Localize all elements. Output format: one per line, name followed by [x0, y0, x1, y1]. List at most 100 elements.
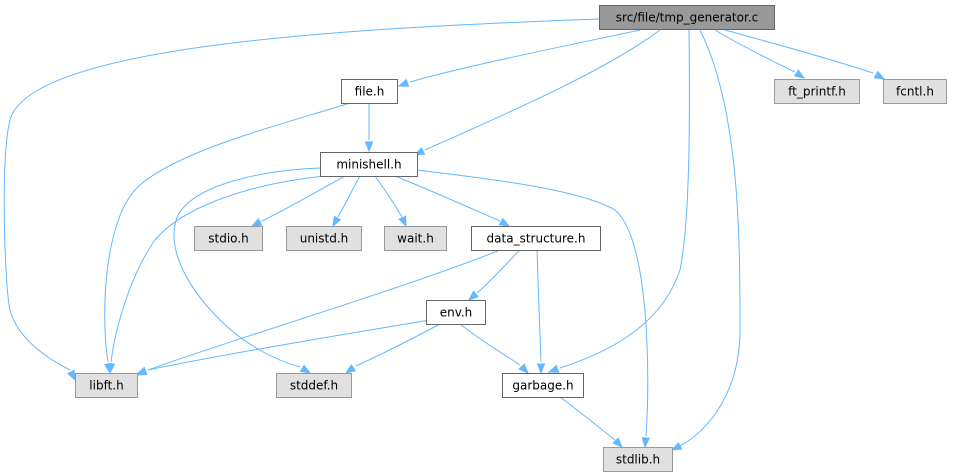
node-wait: wait.h [384, 226, 447, 251]
edge-line [476, 249, 521, 294]
edge-line [147, 249, 501, 371]
node-box [471, 226, 601, 251]
node-label: env.h [440, 306, 473, 320]
node-mini[interactable]: minishell.h [320, 152, 418, 177]
arrowhead [344, 364, 357, 374]
edge-file-to-mini [364, 103, 374, 153]
edge-line [3, 18, 600, 371]
node-label: fcntl.h [896, 85, 934, 99]
arrowhead [299, 364, 312, 374]
edge-root-to-mini [413, 29, 661, 156]
edge-root-to-garb [547, 29, 690, 373]
node-fcntl: fcntl.h [883, 79, 947, 104]
node-label: stdlib.h [616, 453, 660, 467]
edge-root-to-stdlib [670, 29, 741, 451]
node-label: src/file/tmp_generator.c [616, 11, 758, 25]
node-box [341, 79, 398, 104]
nodes-layer: src/file/tmp_generator.c file.h minishell.… [75, 5, 947, 472]
arrowhead [398, 215, 407, 228]
node-box [286, 226, 362, 251]
node-box [603, 447, 673, 472]
node-stddef: stddef.h [276, 373, 352, 398]
node-root: src/file/tmp_generator.c [599, 5, 775, 30]
edge-line [459, 323, 521, 366]
edge-env-to-garb [459, 323, 529, 374]
arrowhead [793, 69, 806, 79]
node-box [75, 373, 138, 398]
arrowhead [518, 363, 529, 374]
node-box [502, 373, 584, 398]
edge-line [424, 29, 661, 151]
arrowhead [135, 366, 148, 375]
node-label: file.h [355, 85, 385, 99]
edge-line [536, 249, 542, 363]
arrowhead [364, 141, 374, 153]
node-label: garbage.h [512, 379, 573, 393]
node-box [384, 226, 447, 251]
edge-line [374, 175, 403, 218]
edge-env-to-stddef [344, 323, 441, 374]
edge-line [104, 102, 351, 363]
edge-ds-to-env [467, 249, 521, 301]
edge-line [416, 169, 649, 437]
arrowhead [536, 363, 546, 375]
edges-layer [3, 18, 886, 451]
node-label: unistd.h [300, 232, 349, 246]
node-label: ft_printf.h [788, 85, 846, 99]
node-garb[interactable]: garbage.h [502, 373, 584, 398]
edge-root-to-file [397, 29, 641, 87]
node-stdlib: stdlib.h [603, 447, 673, 472]
edge-env-to-libft [135, 319, 431, 375]
arrowhead [873, 70, 886, 80]
edge-line [679, 29, 741, 447]
edge-ds-to-garb [536, 249, 546, 375]
edge-line [147, 319, 431, 371]
arrowhead [106, 363, 116, 375]
node-ds[interactable]: data_structure.h [471, 226, 601, 251]
node-label: data_structure.h [487, 232, 586, 246]
edge-line [714, 29, 796, 73]
arrowhead [397, 78, 410, 87]
node-label: libft.h [89, 379, 123, 393]
node-box [883, 79, 947, 104]
edge-root-to-libft [3, 18, 600, 382]
edge-line [559, 29, 690, 369]
arrowhead [612, 437, 623, 448]
edge-line [261, 175, 346, 222]
node-libft: libft.h [75, 373, 138, 398]
arrowhead [332, 215, 342, 228]
edge-line [559, 396, 616, 441]
node-box [599, 5, 775, 30]
node-stdio: stdio.h [194, 226, 263, 251]
arrowhead [547, 364, 560, 373]
edge-line [110, 175, 326, 363]
node-unistd: unistd.h [286, 226, 362, 251]
edge-mini-to-unistd [332, 175, 361, 228]
edge-mini-to-stddef [173, 167, 323, 374]
arrowhead [670, 441, 683, 451]
edge-mini-to-stdio [250, 175, 346, 227]
edge-line [337, 175, 361, 218]
edge-line [724, 29, 874, 74]
edge-root-to-ftp [714, 29, 806, 79]
node-label: stddef.h [290, 379, 338, 393]
arrowhead [66, 369, 76, 382]
node-box [276, 373, 352, 398]
arrowhead [498, 217, 511, 227]
node-file[interactable]: file.h [341, 79, 398, 104]
arrowhead [641, 437, 651, 449]
node-box [774, 79, 860, 104]
node-label: stdio.h [208, 232, 248, 246]
node-label: minishell.h [336, 158, 401, 172]
node-env[interactable]: env.h [426, 300, 486, 325]
node-box [320, 152, 418, 177]
arrowhead [250, 217, 263, 227]
node-box [194, 226, 263, 251]
edge-mini-to-libft [106, 175, 326, 375]
edge-mini-to-stdlib [416, 169, 651, 449]
edge-line [173, 167, 323, 368]
node-label: wait.h [397, 232, 434, 246]
node-box [426, 300, 486, 325]
edge-line [394, 175, 501, 222]
